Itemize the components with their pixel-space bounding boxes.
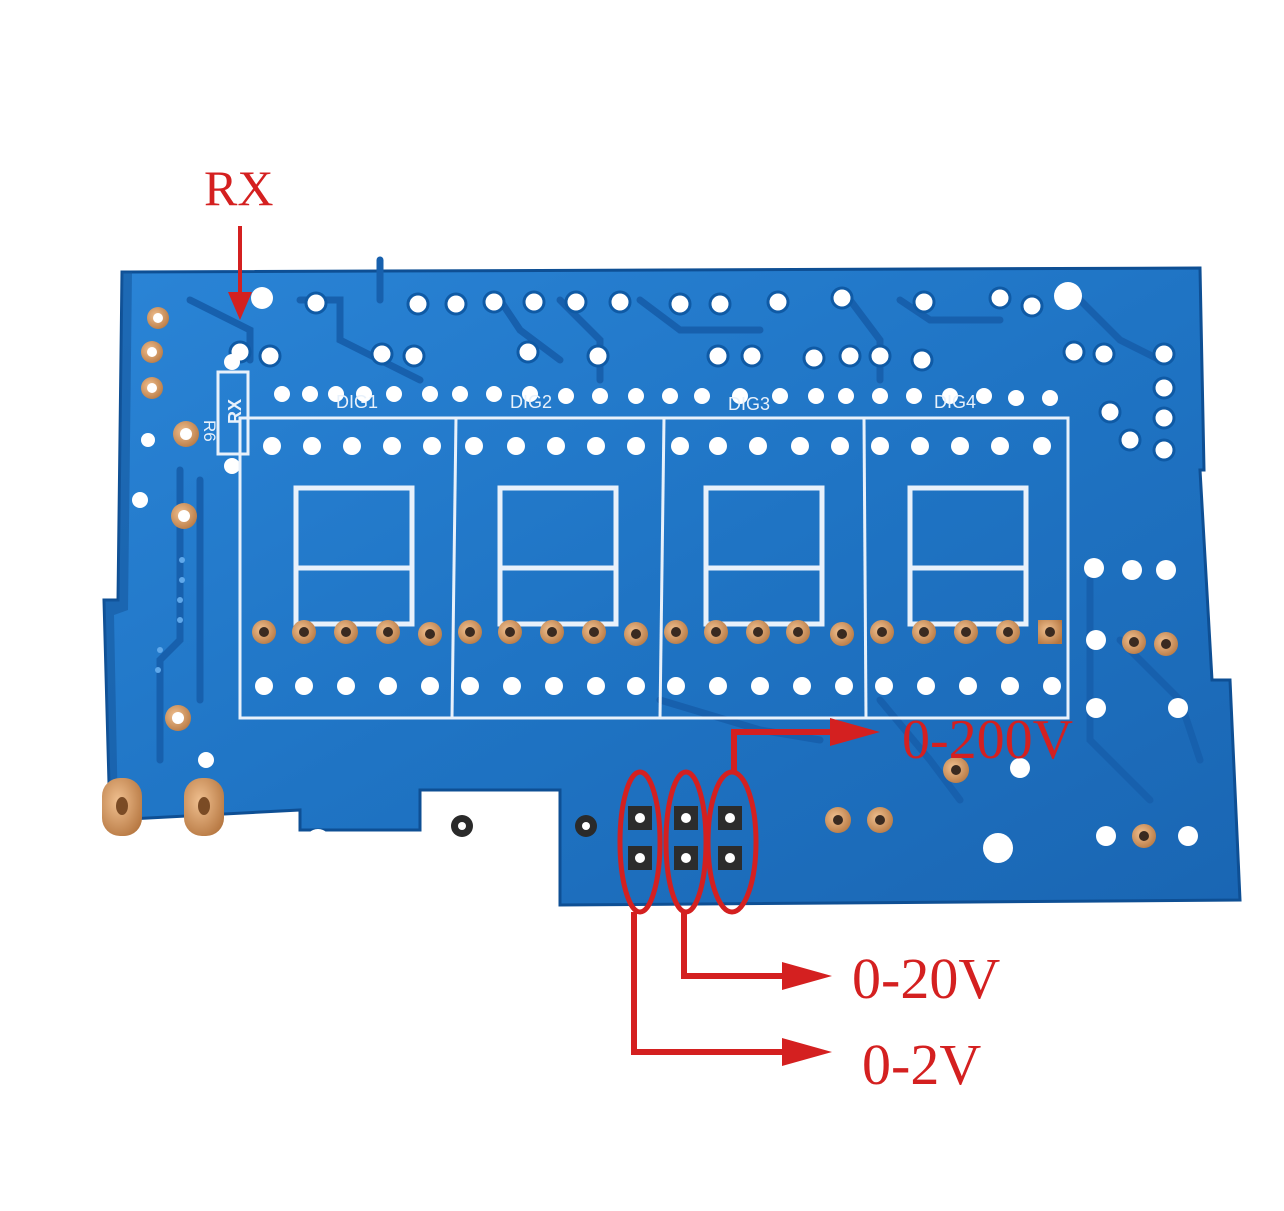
digit-4-ref: DIG4 xyxy=(934,392,976,412)
digit-2-ref: DIG2 xyxy=(510,392,552,412)
left-pads xyxy=(102,307,224,836)
resistor-r6: R6 RX xyxy=(200,354,250,474)
annotations: RX 0-200V 0-20V 0-2V xyxy=(204,160,1073,1097)
pcb-board xyxy=(102,266,1242,907)
seven-segment-footprints xyxy=(238,416,1070,720)
small-vias xyxy=(155,557,185,673)
range-20v-label: 0-20V xyxy=(852,946,1000,1011)
mounting-holes xyxy=(251,282,1082,863)
display-top-pins xyxy=(263,437,1051,455)
upper-pin-row xyxy=(274,386,1058,406)
range-200v-label: 0-200V xyxy=(902,709,1073,771)
digit-1-ref: DIG1 xyxy=(336,392,378,412)
range-header xyxy=(451,806,742,870)
right-pads xyxy=(825,558,1198,848)
arrow-20v xyxy=(681,912,832,990)
display-copper-pads xyxy=(252,620,1062,646)
digit-3-ref: DIG3 xyxy=(728,394,770,414)
selection-loops xyxy=(617,769,759,915)
top-holes xyxy=(228,286,1176,462)
rx-arrow xyxy=(228,226,252,320)
range-2v-label: 0-2V xyxy=(862,1032,981,1097)
board-edge-shadow xyxy=(104,272,132,820)
resistor-ref-label: R6 xyxy=(200,420,219,442)
digit-ref-labels: DIG1 DIG2 DIG3 DIG4 xyxy=(336,392,976,414)
display-bottom-pins xyxy=(255,677,1061,695)
rx-label: RX xyxy=(204,160,273,216)
resistor-value-label: RX xyxy=(225,399,245,424)
arrow-200v xyxy=(731,718,880,772)
arrow-2v xyxy=(631,912,832,1066)
